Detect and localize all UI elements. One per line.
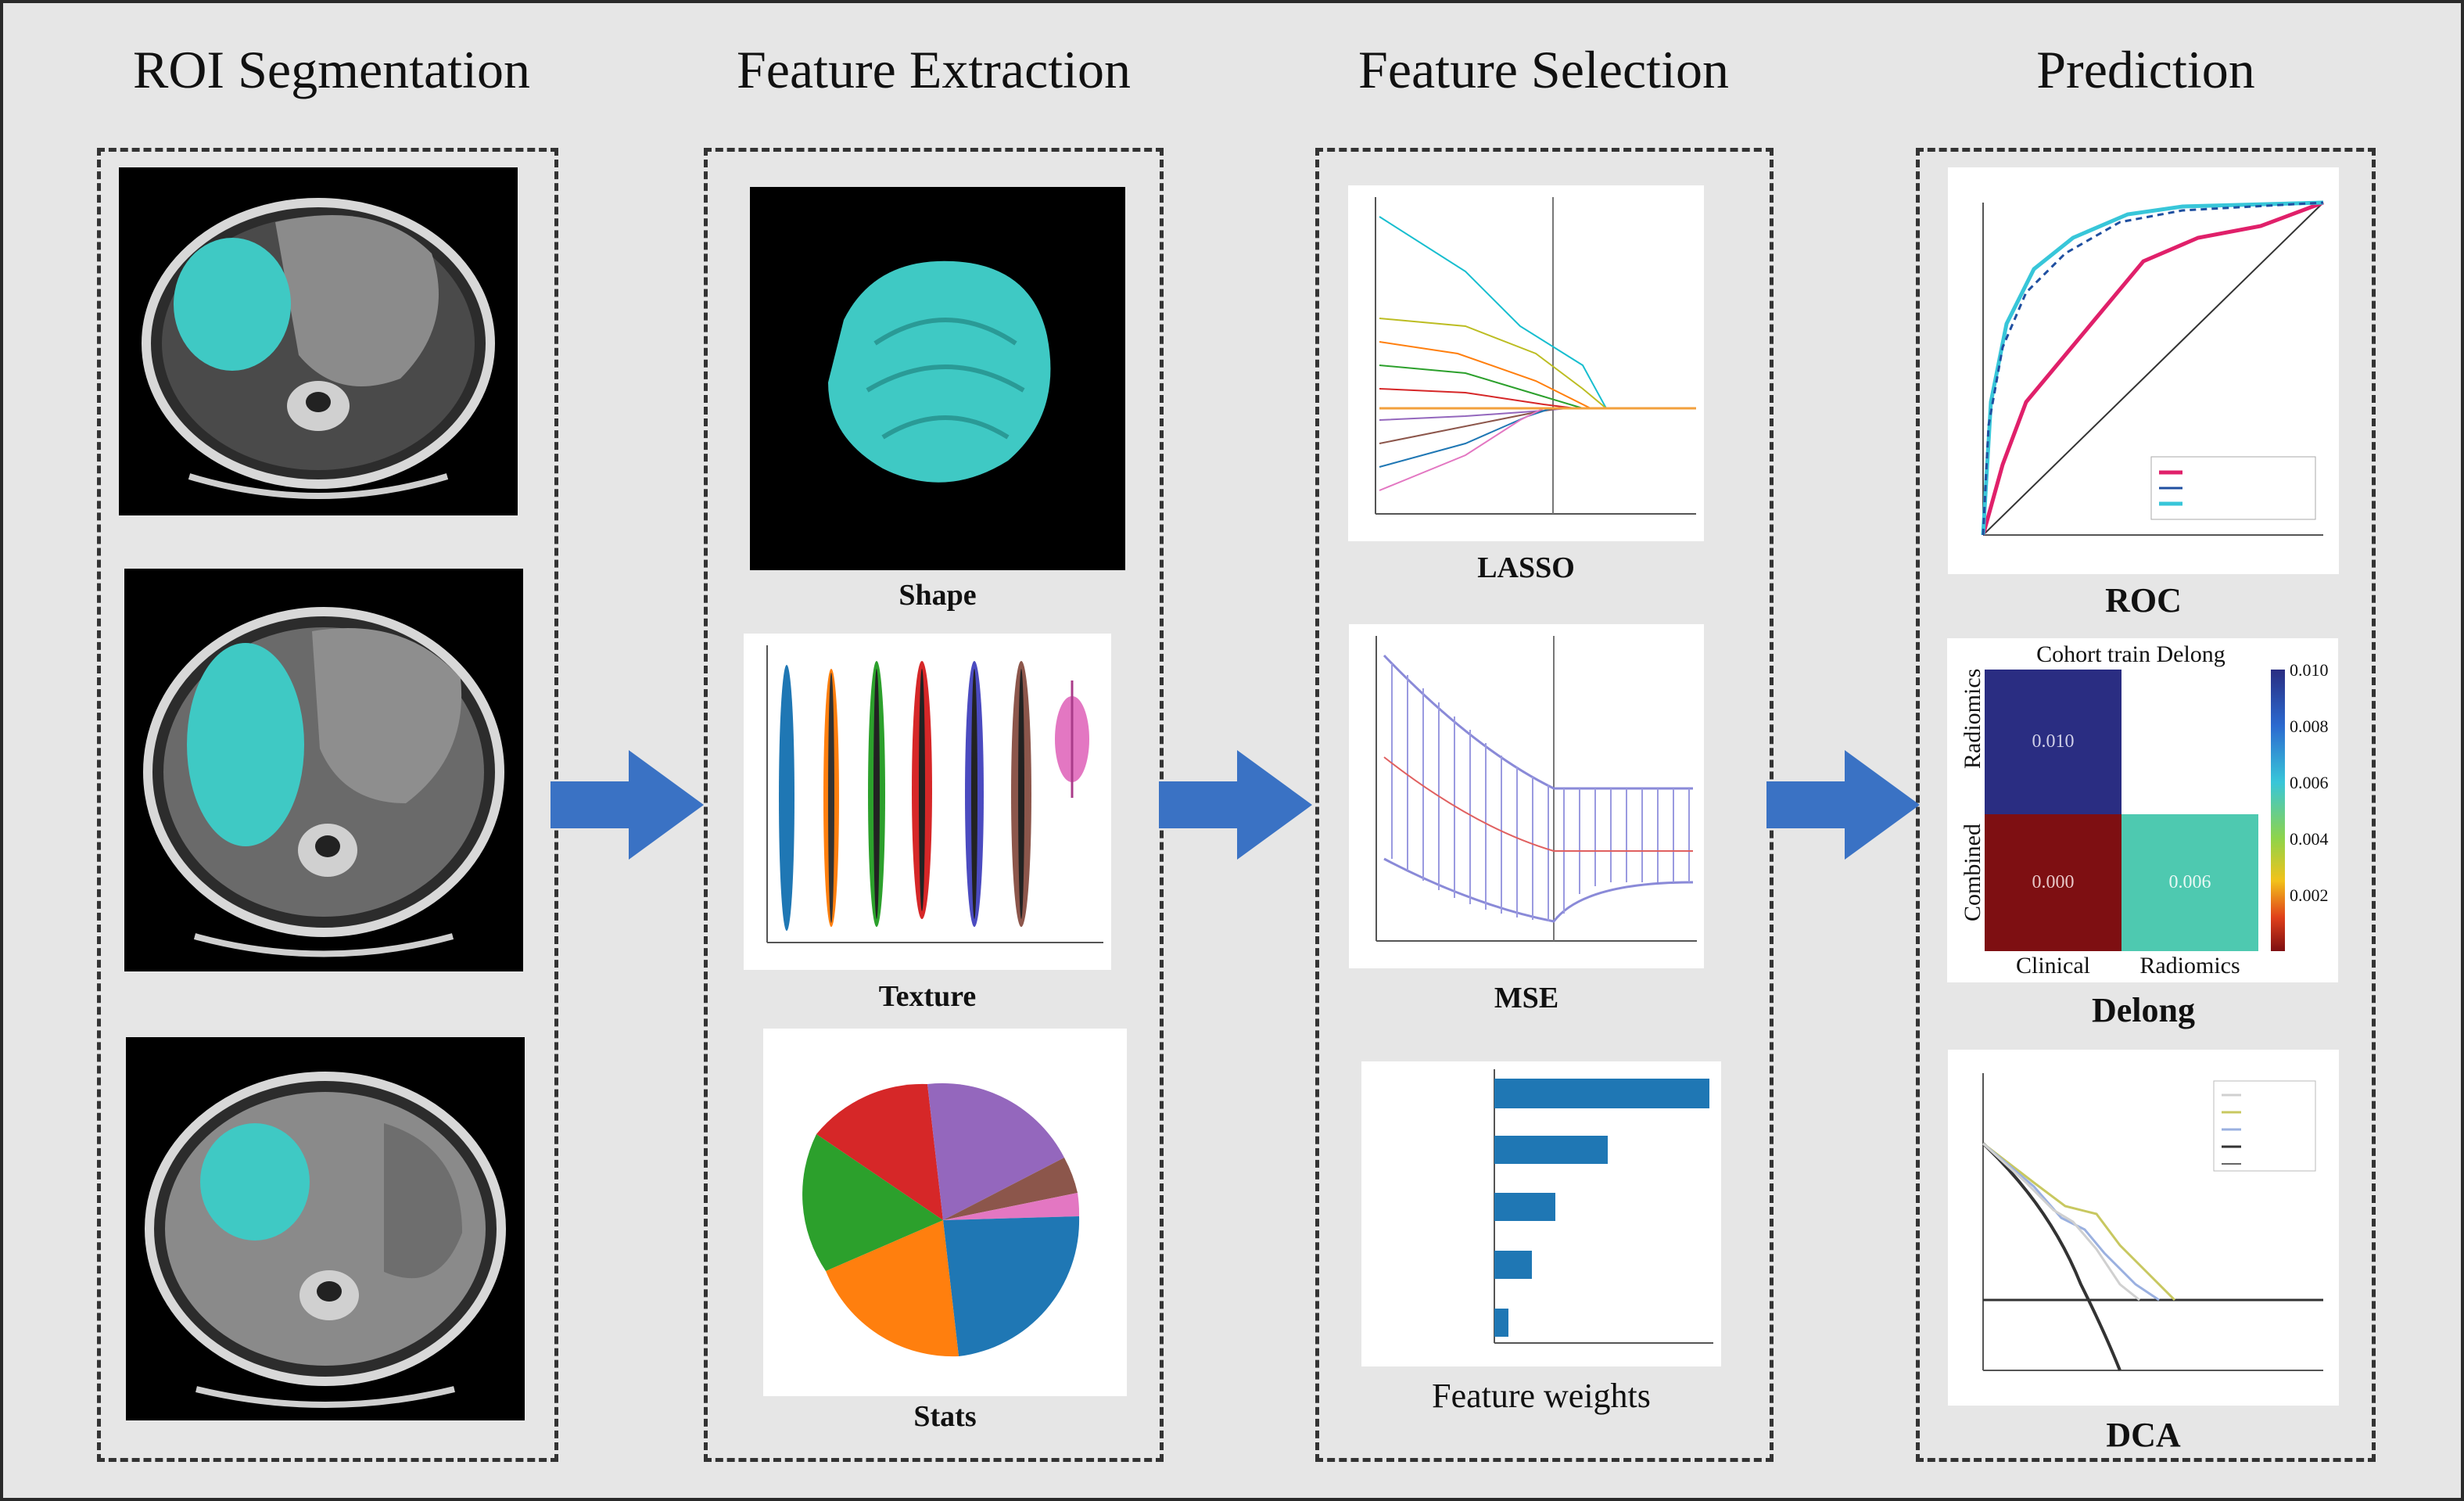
delong-colorbar [2271,670,2285,951]
violin-1 [779,665,794,931]
shape-caption: Shape [898,579,977,612]
roi-mask-1 [174,238,291,371]
delong-heatmap-panel: Cohort train Delong Radiomics Combined 0… [1947,638,2338,982]
delong-cell-radiomics-clinical: 0.010 [1985,670,2121,814]
arrow-segmentation-to-extraction [551,750,704,860]
arrow-extraction-to-selection [1159,750,1312,860]
roi-mask-3 [200,1123,310,1241]
delong-row-label-combined: Combined [1960,824,1985,921]
stage-title-prediction: Prediction [2036,40,2255,99]
roc-curve-combined [1982,201,2324,536]
weight-bar-2 [1494,1136,1608,1164]
delong-col-label-clinical: Clinical [2016,953,2090,979]
delong-cell-combined-clinical: 0.000 [1985,814,2121,951]
dca-caption: DCA [2106,1416,2181,1454]
dca-curve-clinical [1982,1142,2140,1302]
delong-row-label-radiomics: Radiomics [1960,668,1985,769]
pie-slice-red [816,1083,943,1220]
lasso-coefficient-path [1348,185,1704,541]
shape-rendering [750,187,1125,570]
weight-bar-4 [1494,1251,1532,1279]
delong-caption: Delong [2092,991,2195,1029]
pie-slice-pink [943,1193,1080,1220]
feature-weights-bar-chart [1361,1061,1721,1366]
violin-7 [1055,680,1089,798]
roc-curve-plot [1948,167,2339,574]
colorbar-tick-3: 0.006 [2290,773,2329,792]
ct-slice-1 [119,167,518,515]
delong-col-label-radiomics: Radiomics [2139,953,2240,979]
stage-title-feature-extraction: Feature Extraction [736,40,1132,99]
roc-caption: ROC [2105,581,2182,619]
dca-decision-curve-plot [1948,1050,2339,1406]
pie-slice-brown [943,1158,1078,1220]
mse-cross-validation-plot [1349,624,1704,968]
colorbar-tick-5: 0.002 [2290,885,2329,905]
texture-violin-plot [744,634,1111,970]
weight-bar-1 [1494,1079,1709,1108]
colorbar-tick-4: 0.004 [2290,829,2329,849]
delong-cell-combined-radiomics: 0.006 [2121,814,2258,951]
dca-treat-all [1982,1142,2121,1371]
ct-slice-2 [124,569,523,971]
pie-slice-purple [927,1083,1064,1220]
stage-title-feature-selection: Feature Selection [1358,40,1729,99]
stats-caption: Stats [913,1400,977,1433]
arrow-selection-to-prediction [1766,750,1920,860]
weight-bar-3 [1494,1193,1555,1221]
violin-4 [912,661,932,919]
delong-heatmap-title: Cohort train Delong [2036,641,2225,667]
lasso-caption: LASSO [1477,551,1575,584]
dca-curve-radiomics [1982,1142,2176,1302]
mse-caption: MSE [1494,982,1559,1014]
roc-curve-clinical [1981,200,2324,536]
pie-slice-blue [943,1216,1080,1356]
pie-slice-orange [826,1220,959,1357]
pie-slice-green [802,1134,943,1271]
texture-caption: Texture [878,980,977,1013]
stage-title-roi-segmentation: ROI Segmentation [132,40,531,99]
violin-6 [1011,661,1031,927]
colorbar-tick-2: 0.008 [2290,716,2329,736]
dca-curve-combined [1982,1142,2160,1302]
colorbar-tick-1: 0.010 [2290,660,2329,680]
feature-weights-caption: Feature weights [1432,1377,1651,1415]
violin-3 [868,661,885,927]
weight-bar-5 [1494,1309,1508,1337]
violin-2 [823,669,839,927]
roc-curve-radiomics [1981,200,2324,536]
stats-pie-chart [763,1029,1127,1396]
ct-slice-3 [126,1037,525,1420]
roi-mask-2 [187,643,304,846]
violin-5 [965,661,984,927]
